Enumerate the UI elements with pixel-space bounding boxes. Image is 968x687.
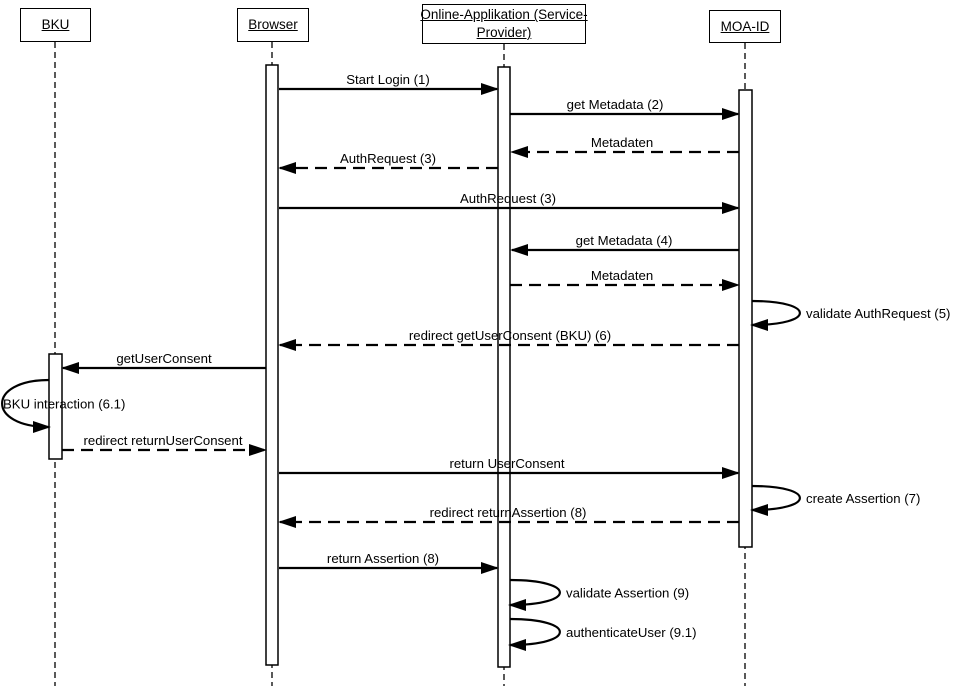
self-loop-label-3: create Assertion (7): [806, 491, 920, 506]
self-loop-arrow-1: [750, 299, 801, 331]
self-loop-label-2: BKU interaction (6.1): [3, 397, 125, 412]
participant-label-service-provider-line1: Online-Applikation (Service-: [420, 7, 588, 23]
participant-box-bku: BKU: [20, 8, 91, 42]
self-loop-arrow-2: [1, 378, 51, 433]
activation-bar-browser: [265, 64, 279, 666]
self-loop-arrow-5: [508, 617, 561, 651]
message-label-1: Start Login (1): [346, 72, 430, 87]
message-label-12: redirect returnAssertion (8): [430, 505, 587, 520]
participant-box-service-provider: Online-Applikation (Service- Provider): [420, 4, 588, 44]
participant-label-browser: Browser: [248, 17, 298, 33]
activation-bar-service-provider: [497, 66, 511, 668]
message-label-11: return UserConsent: [449, 456, 564, 471]
self-loop-arrow-4: [508, 578, 561, 611]
message-label-6: get Metadata (4): [576, 233, 673, 248]
participant-label-moa-id: MOA-ID: [720, 18, 770, 34]
message-label-4: AuthRequest (3): [340, 151, 436, 166]
self-loop-label-5: authenticateUser (9.1): [566, 625, 696, 640]
self-loop-label-4: validate Assertion (9): [566, 586, 689, 601]
participant-label-bku: BKU: [41, 17, 70, 33]
participant-box-browser: Browser: [237, 8, 309, 42]
message-label-3: Metadaten: [591, 135, 653, 150]
message-label-7: Metadaten: [591, 268, 653, 283]
message-label-2: get Metadata (2): [567, 97, 664, 112]
self-loop-label-1: validate AuthRequest (5): [806, 306, 950, 321]
activation-bar-bku: [48, 353, 63, 460]
self-loop-arrow-3: [750, 484, 801, 516]
message-label-13: return Assertion (8): [327, 551, 439, 566]
message-label-5: AuthRequest (3): [460, 191, 556, 206]
participant-label-service-provider-line2: Provider): [476, 25, 532, 40]
participant-box-moa-id: MOA-ID: [709, 10, 781, 43]
message-label-10: redirect returnUserConsent: [83, 433, 242, 448]
activation-bar-moa-id: [738, 89, 753, 548]
message-label-8: redirect getUserConsent (BKU) (6): [409, 328, 611, 343]
message-label-9: getUserConsent: [116, 351, 212, 366]
